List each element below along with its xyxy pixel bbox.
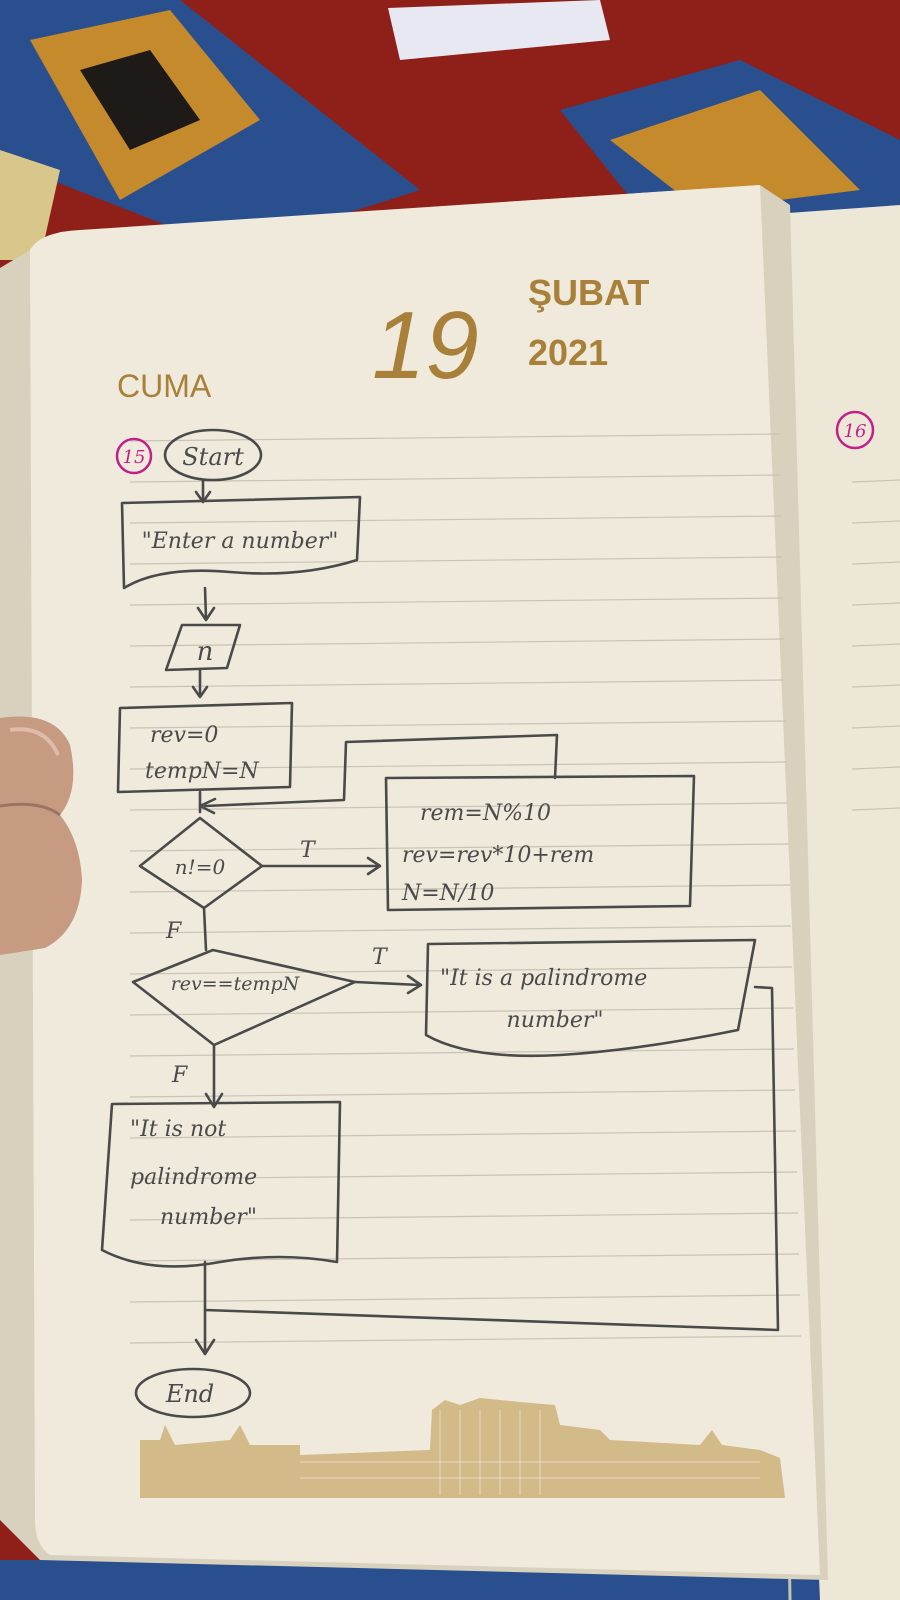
arrowhead [196, 606, 216, 622]
arrowhead [191, 685, 209, 699]
arrowhead [194, 1338, 216, 1356]
prompt-label: "Enter a number" [142, 529, 339, 554]
yes-line-2: number" [507, 1008, 604, 1033]
yes-line-1: "It is a palindrome [440, 966, 647, 991]
ruled-lines-right [851, 479, 900, 811]
body-line-1: rem=N%10 [420, 801, 551, 826]
weekday-label: CUMA [117, 368, 212, 404]
loop-back-connector [203, 733, 559, 808]
arrow-prompt-input [203, 586, 208, 620]
flowchart-labels: Start "Enter a number" n rev=0 tempN=N n… [130, 443, 647, 1408]
arrowhead [366, 856, 382, 876]
check-false-label: F [171, 1063, 188, 1088]
init-process [116, 701, 294, 794]
page-number-circle-left [115, 437, 153, 475]
start-label: Start [182, 443, 244, 471]
ruled-lines [129, 433, 802, 1344]
yes-connector [203, 985, 780, 1332]
page-number-circle-right [835, 410, 875, 450]
no-line-3: number" [160, 1205, 257, 1230]
body-line-2: rev=rev*10+rem [402, 843, 594, 868]
page-number-left: 15 [123, 447, 146, 468]
month-label: ŞUBAT [528, 272, 649, 313]
input-parallelogram [164, 623, 242, 672]
skyline-windows [300, 1410, 760, 1495]
arrowhead [204, 1092, 224, 1109]
no-line-2: palindrome [130, 1165, 257, 1190]
start-terminal [163, 428, 263, 482]
yes-output-shape [424, 938, 757, 1058]
flowchart [100, 428, 780, 1419]
check-condition-label: rev==tempN [171, 973, 301, 995]
end-terminal [134, 1367, 252, 1419]
init-line-1: rev=0 [150, 723, 218, 748]
loop-condition-label: n!=0 [175, 855, 226, 879]
no-output-shape [100, 1100, 342, 1268]
input-label: n [197, 637, 214, 667]
left-page [0, 185, 828, 1580]
no-line-1: "It is not [130, 1117, 226, 1142]
arrow-check-true [353, 980, 422, 987]
arrowhead [198, 797, 217, 815]
loop-true-label: T [300, 838, 317, 863]
arrowhead [406, 974, 423, 995]
thumb [0, 716, 82, 955]
loop-false-label: F [165, 919, 182, 944]
end-label: End [165, 1380, 214, 1408]
arrow-loop-false [202, 906, 208, 952]
prompt-output-shape [120, 495, 362, 590]
body-line-3: N=N/10 [401, 881, 494, 906]
page-number-right: 16 [844, 421, 867, 442]
year-label: 2021 [528, 332, 608, 373]
skyline-illustration [140, 1398, 785, 1498]
loop-body-process [384, 774, 696, 912]
check-true-label: T [372, 945, 389, 970]
init-line-2: tempN=N [145, 759, 259, 784]
day-number: 19 [372, 292, 479, 399]
